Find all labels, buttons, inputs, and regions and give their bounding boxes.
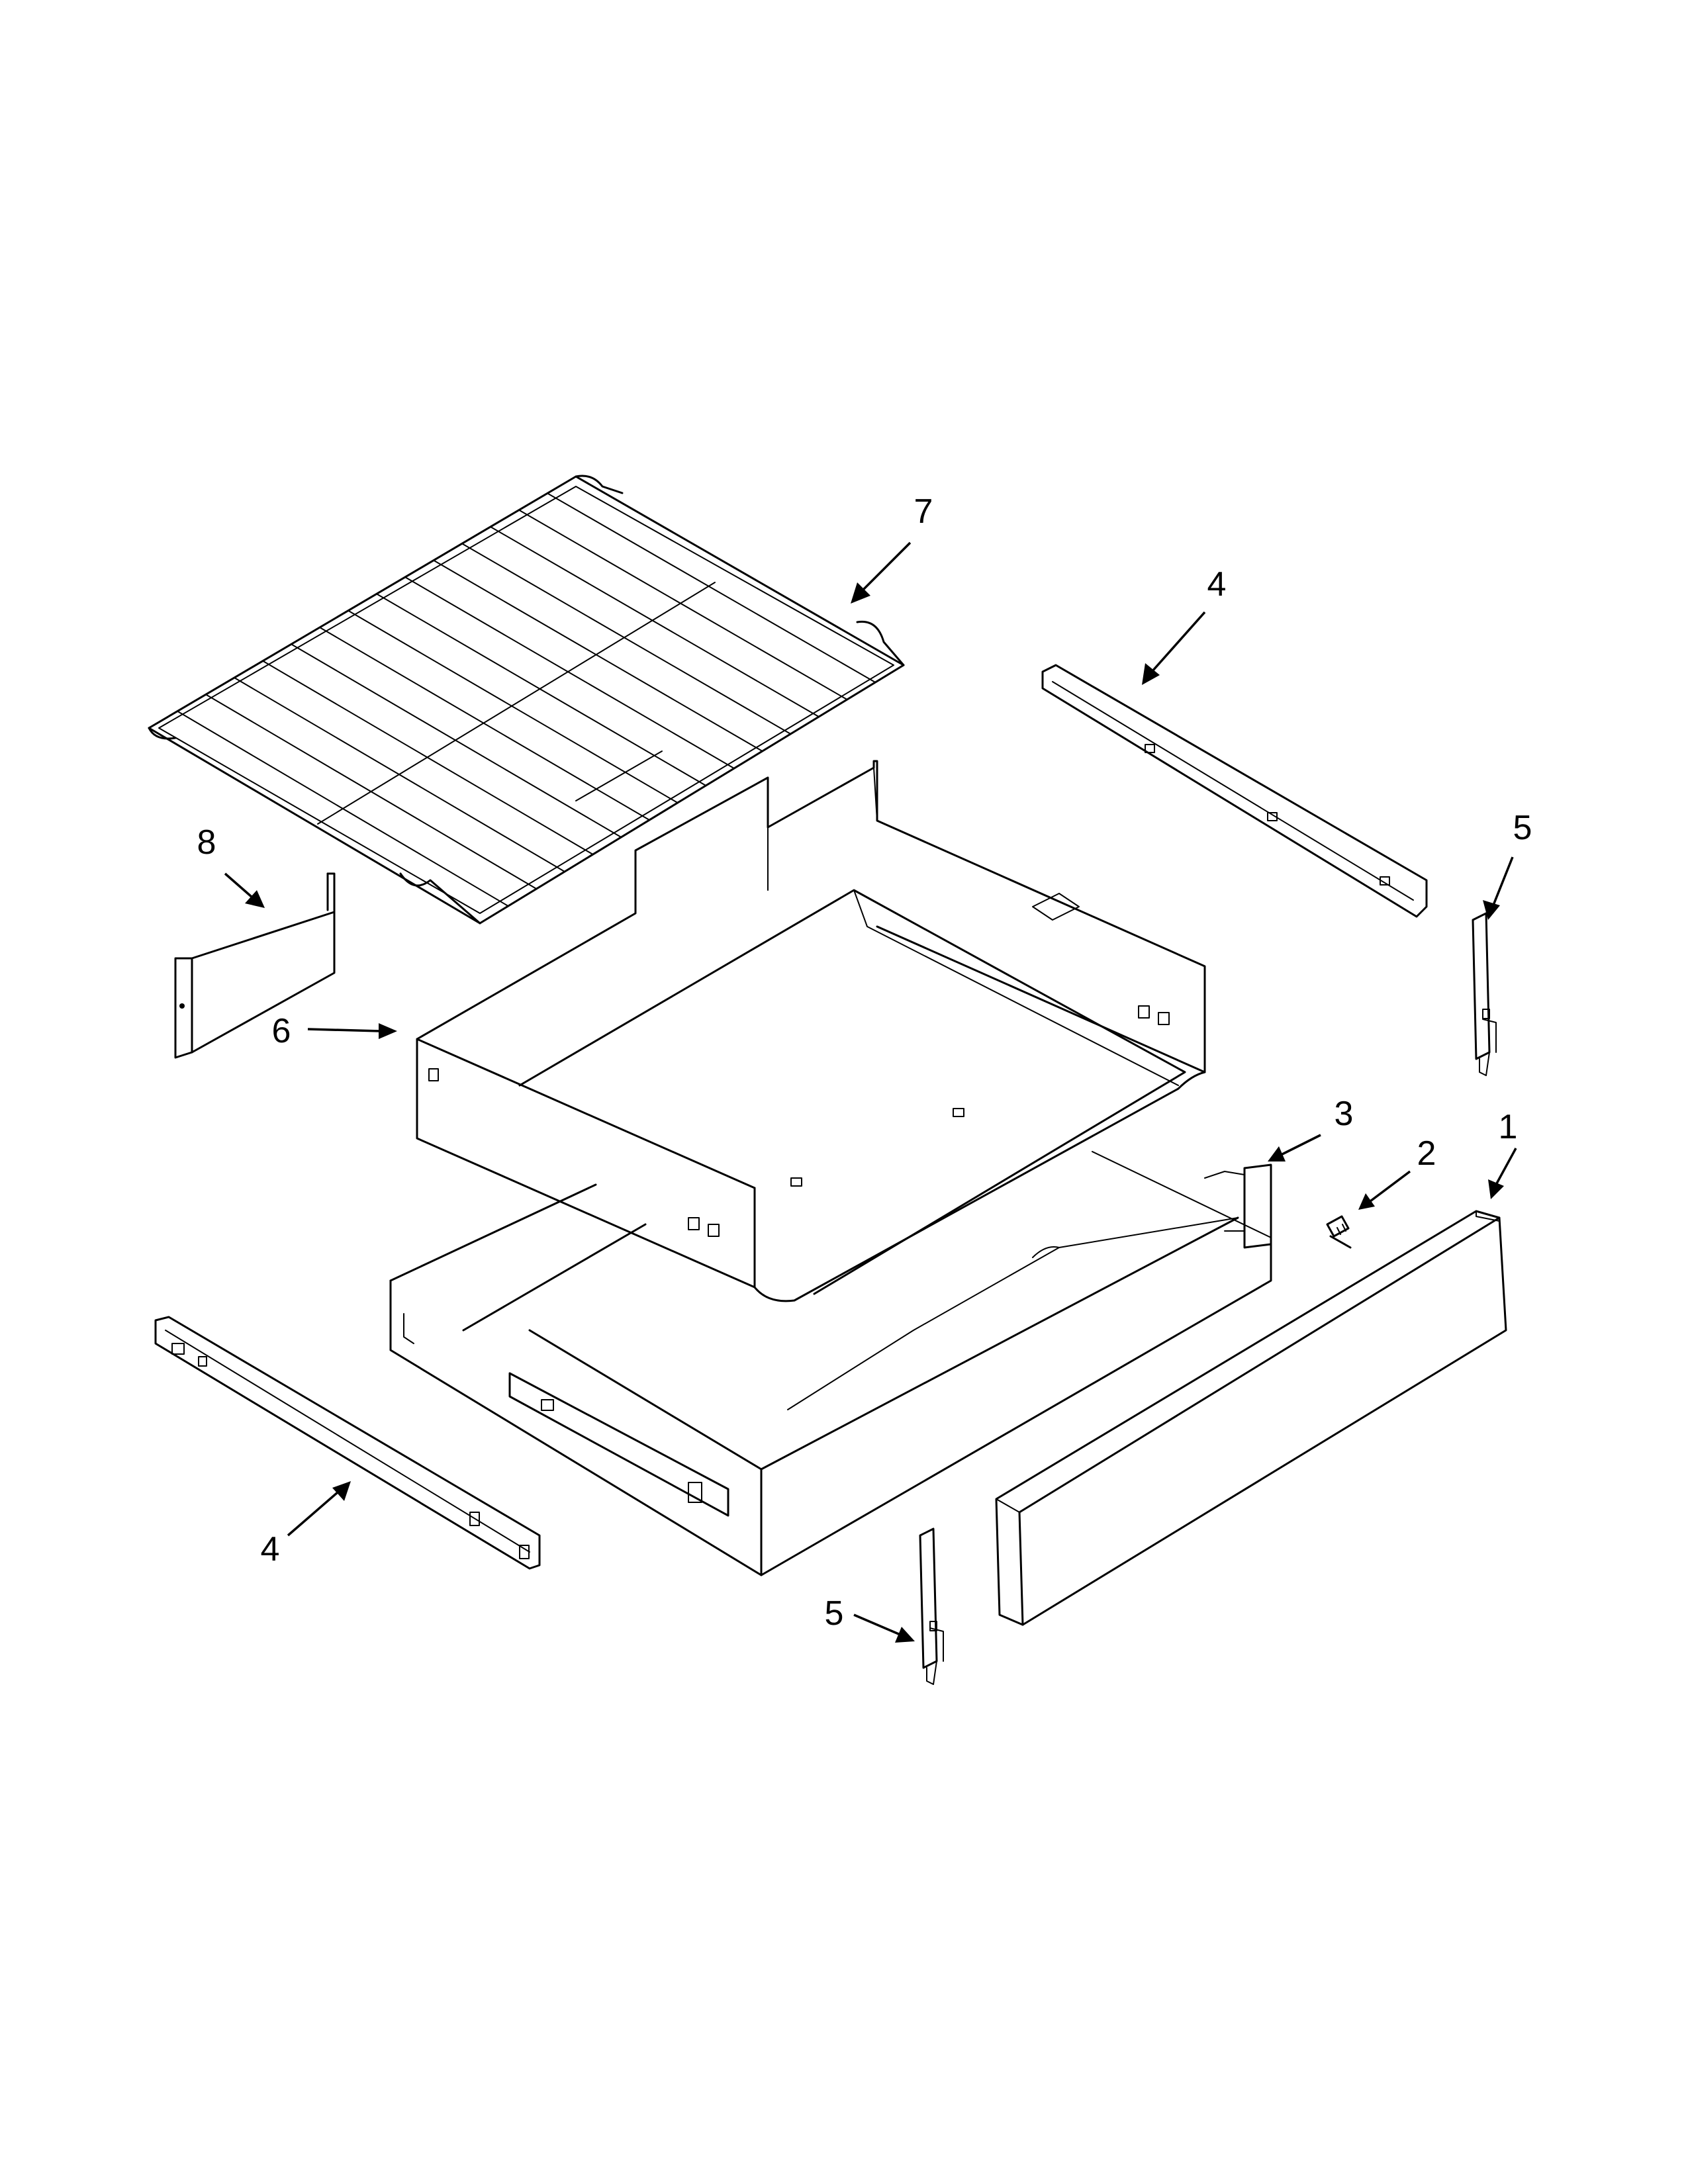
callout-label-5-upper: 5: [1513, 809, 1532, 847]
rack-wire: [319, 627, 650, 821]
leader-3: [1280, 1134, 1321, 1156]
drawer-front-panel-part: [995, 1210, 1507, 1626]
screw-part: [1326, 1215, 1352, 1249]
rack-wire: [433, 559, 763, 752]
bracket-part: [174, 872, 336, 1059]
leader-arrows: [224, 541, 1517, 1643]
leader-2: [1369, 1170, 1411, 1203]
slide-clip-lower-part: [919, 1527, 944, 1685]
leader-6: [307, 1028, 381, 1032]
callout-label-4-upper: 4: [1207, 565, 1227, 604]
rack-wire: [490, 526, 820, 717]
callout-label-8: 8: [197, 823, 216, 862]
rack-wire: [461, 543, 792, 735]
rack-wire: [404, 576, 735, 769]
leader-8: [224, 872, 253, 898]
drawer-body-part: [389, 1151, 1272, 1576]
leader-4-upper: [1150, 611, 1206, 673]
rack-wire: [348, 610, 679, 803]
leader-4-lower: [287, 1491, 339, 1537]
callout-labels: 1 2 3 4 4 5 5 6 7 8: [197, 492, 1532, 1633]
rack-wire: [518, 509, 848, 700]
oven-rack-part: [148, 475, 905, 925]
slide-rail-lower-part: [154, 1316, 541, 1570]
callout-label-6: 6: [272, 1012, 291, 1050]
drawer-liner-part: [416, 760, 1206, 1302]
rack-wire: [547, 492, 876, 683]
callout-label-3: 3: [1335, 1095, 1354, 1133]
callout-label-1: 1: [1499, 1108, 1518, 1146]
slide-rail-upper-part: [1041, 664, 1428, 918]
callout-label-4-lower: 4: [261, 1530, 280, 1569]
rack-wire: [291, 643, 622, 838]
slide-clip-upper-part: [1472, 912, 1497, 1076]
leader-1: [1495, 1148, 1517, 1185]
callout-label-2: 2: [1417, 1134, 1436, 1173]
callout-label-5-lower: 5: [825, 1594, 844, 1633]
leader-7: [859, 541, 912, 594]
leader-5-lower: [853, 1614, 901, 1636]
rack-wire: [376, 593, 707, 786]
leader-5-upper: [1491, 856, 1514, 907]
callout-label-7: 7: [914, 492, 933, 531]
